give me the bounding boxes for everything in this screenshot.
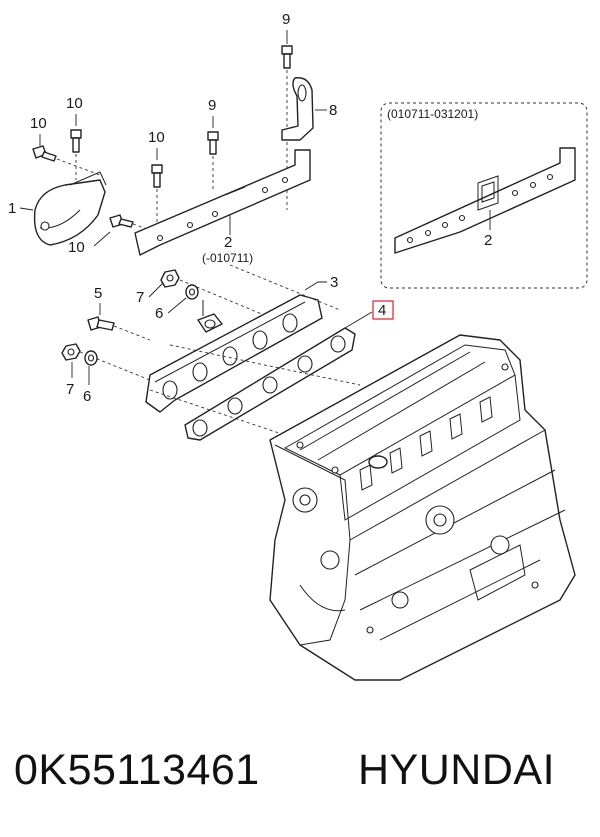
nut-7-lower: 7	[61, 343, 151, 398]
part-number-text: 0K55113461	[14, 746, 260, 794]
inset-panel: (010711-031201) 2	[380, 102, 588, 289]
callout-7-lower: 7	[66, 381, 74, 398]
callout-3: 3	[330, 274, 338, 291]
callout-9-top: 9	[282, 11, 290, 28]
brand-text: HYUNDAI	[358, 746, 556, 794]
callout-10-left: 10	[30, 115, 47, 132]
callout-6-upper: 6	[155, 305, 163, 322]
callout-5: 5	[94, 285, 102, 302]
bolt-10-mid: 10	[148, 129, 165, 225]
callout-4-highlight-box	[372, 300, 394, 320]
washer-6-lower: 6	[83, 350, 98, 405]
exploded-parts-diagram: (010711-031201) 2 9 8 9 10	[8, 11, 588, 681]
callout-9-mid: 9	[208, 97, 216, 114]
bolt-10-left: 10	[30, 115, 101, 176]
callout-2-inset: 2	[484, 232, 492, 249]
bolt-10-topleft: 10	[66, 95, 83, 180]
bolt-9-mid: 9	[207, 97, 219, 190]
callout-7-upper: 7	[136, 289, 144, 306]
callout-2-date: (-010711)	[202, 251, 253, 265]
callout-10-lower: 10	[68, 239, 85, 256]
callout-1: 1	[8, 200, 16, 217]
exhaust-manifold-3: 3	[145, 274, 338, 413]
washer-6-upper: 6	[155, 284, 199, 322]
gasket-4: 4	[184, 300, 394, 441]
callout-2-main: 2	[224, 234, 232, 251]
callout-4: 4	[378, 302, 386, 319]
inset-date-label: (010711-031201)	[387, 107, 478, 121]
bolt-10-lower: 10	[68, 214, 151, 256]
engine-block	[269, 334, 576, 681]
callout-8: 8	[329, 102, 337, 119]
footer-bar: 0K55113461 HYUNDAI	[0, 740, 600, 810]
callout-10-topleft: 10	[66, 95, 83, 112]
callout-6-lower: 6	[83, 388, 91, 405]
bracket-2: 2 (-010711)	[134, 149, 311, 265]
bolt-5: 5	[87, 285, 151, 341]
bracket-8: 8	[281, 77, 337, 141]
heat-shield-1: 1	[8, 171, 107, 246]
callout-10-mid: 10	[148, 129, 165, 146]
